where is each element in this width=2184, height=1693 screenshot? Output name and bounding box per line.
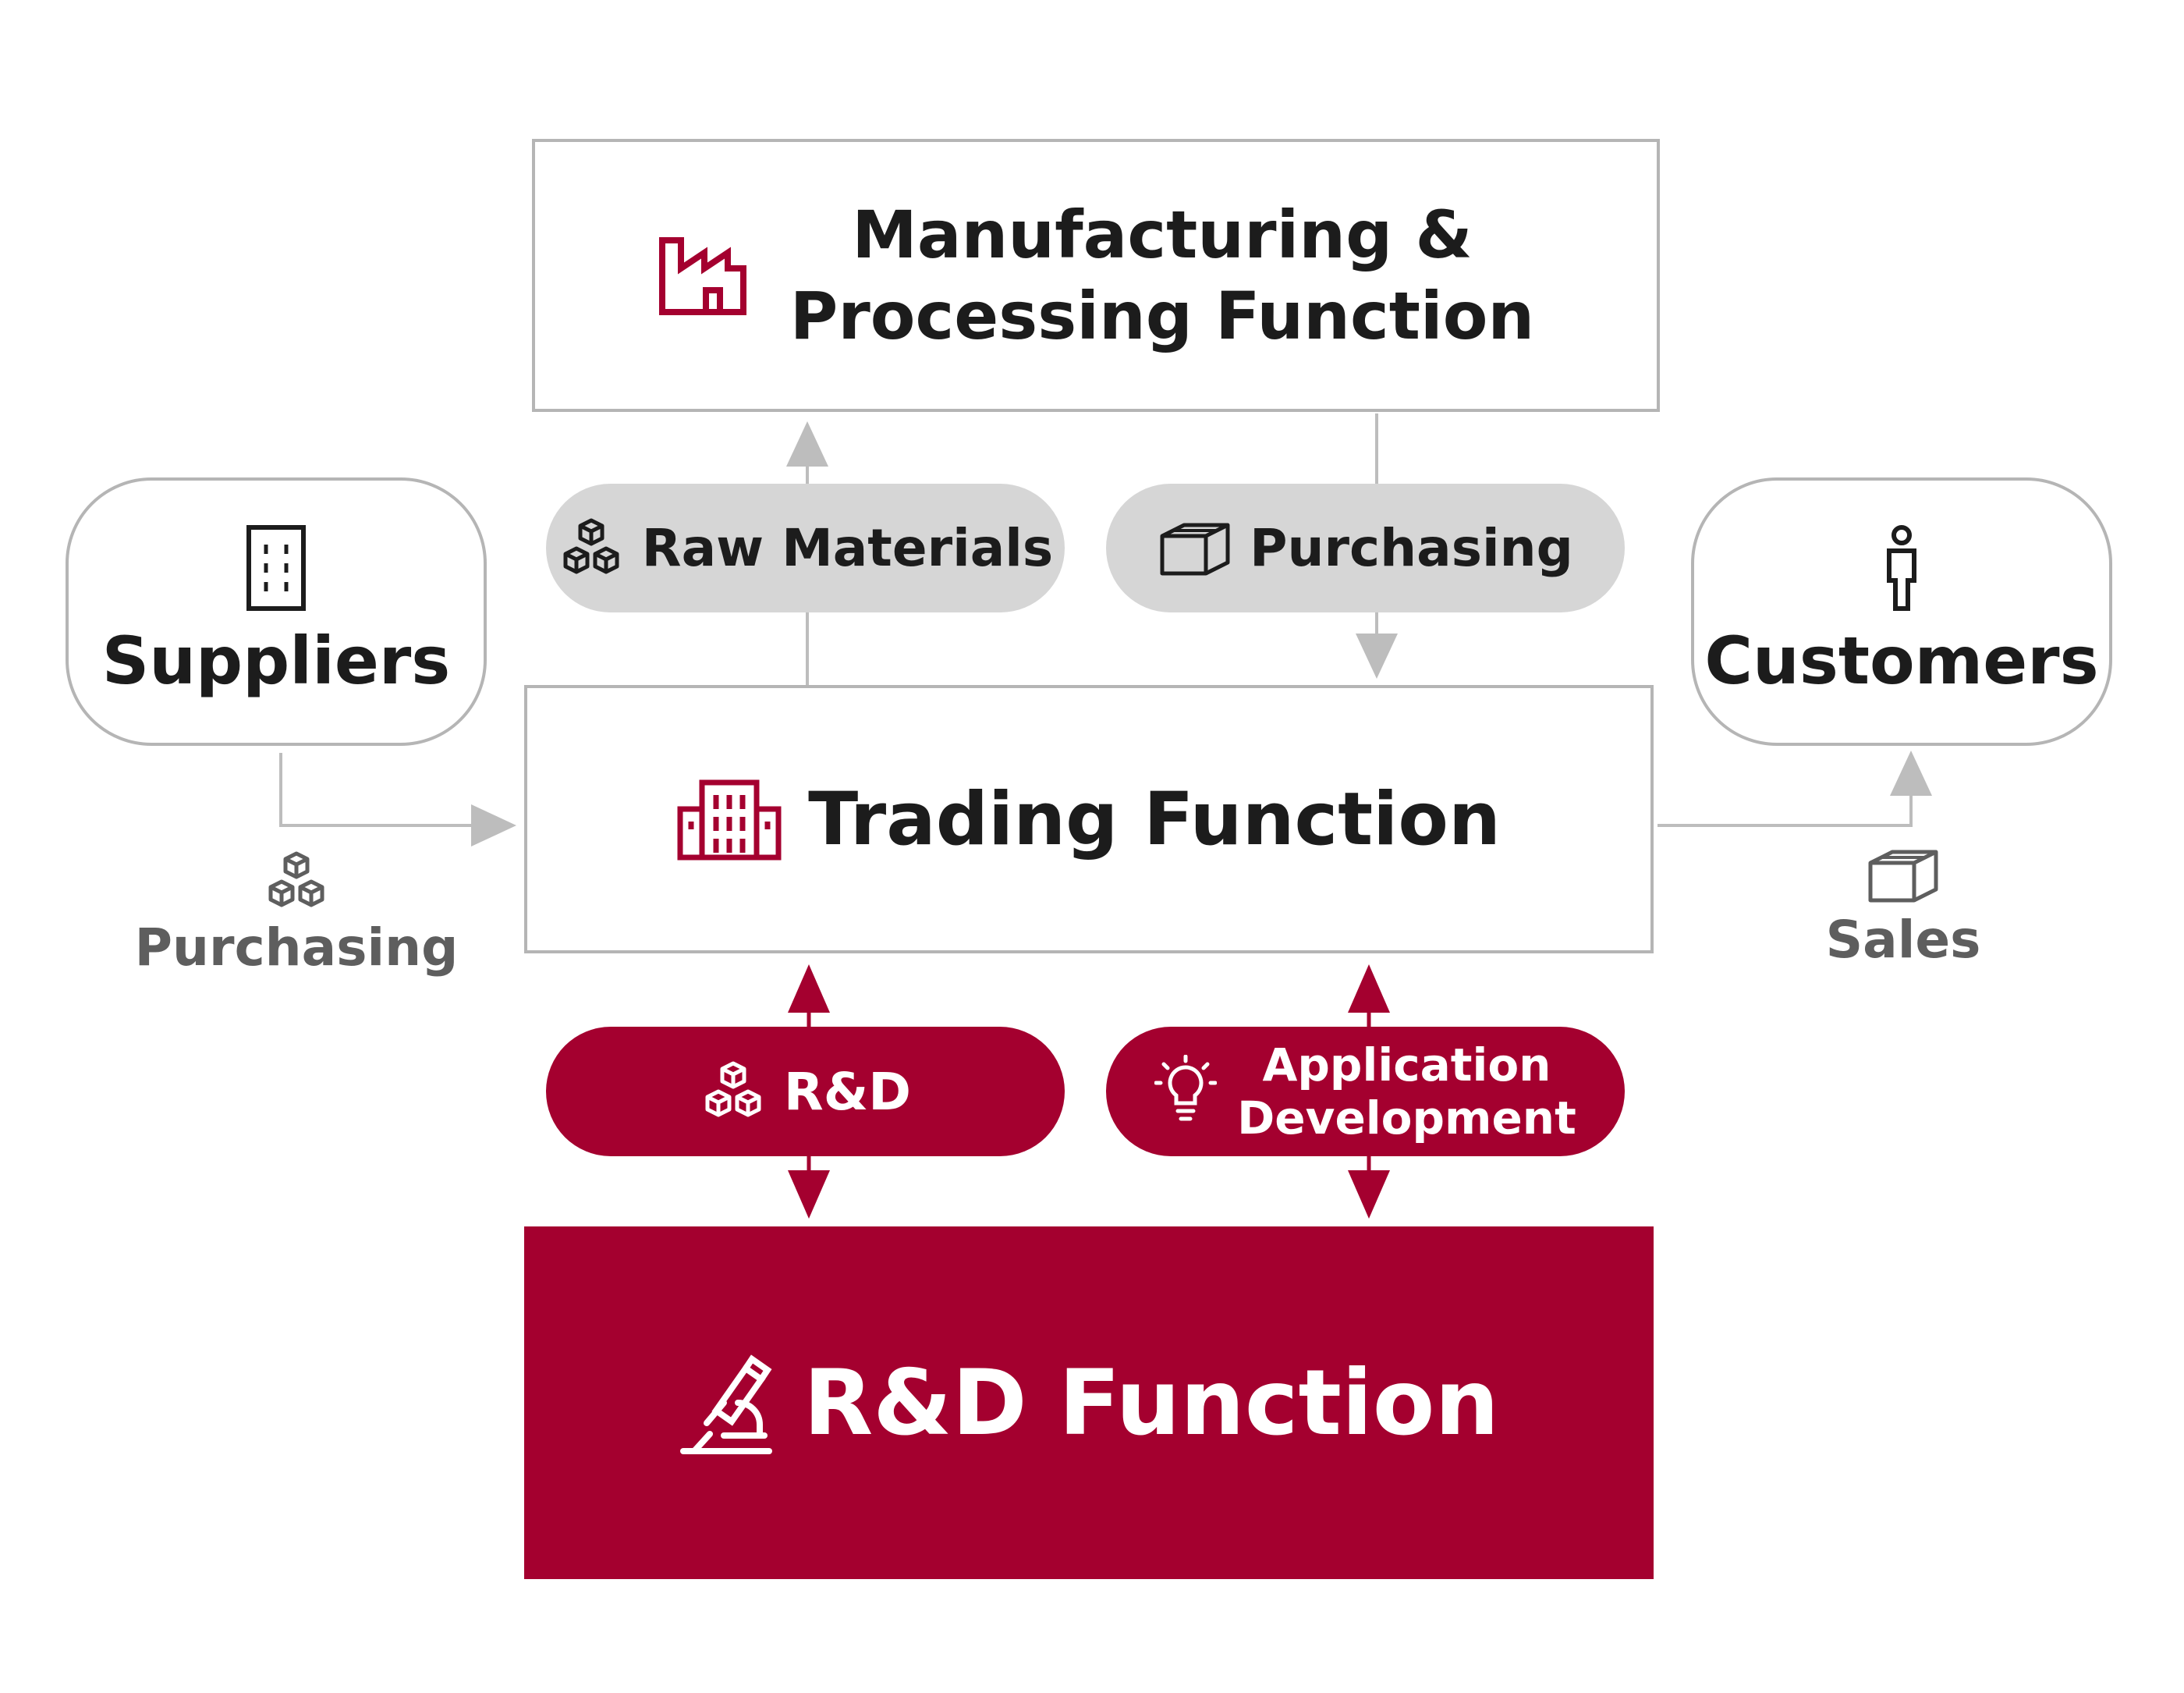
suppliers-title: Suppliers xyxy=(101,623,451,699)
suppliers-flow-label: Purchasing xyxy=(135,850,458,978)
manufacturing-function-box: Manufacturing & Processing Function xyxy=(532,139,1660,412)
arrowhead-down-red-right xyxy=(1348,1170,1390,1219)
customers-flow-text: Sales xyxy=(1825,910,1981,970)
application-development-line2: Development xyxy=(1237,1091,1576,1145)
boxes-icon xyxy=(700,1060,767,1123)
trading-title: Trading Function xyxy=(808,776,1501,862)
customers-box: Customers xyxy=(1691,477,2112,746)
manufacturing-title-line2: Processing Function xyxy=(789,278,1535,354)
arrowhead-up-grey-sales xyxy=(1890,751,1932,796)
rnd-pill: R&D xyxy=(546,1027,1065,1156)
arrowhead-up-grey xyxy=(786,421,828,467)
microscope-icon xyxy=(679,1348,772,1457)
boxes-icon xyxy=(263,850,330,913)
connector-trading-customers xyxy=(1658,780,1913,827)
rnd-pill-label: R&D xyxy=(783,1061,912,1122)
customers-title: Customers xyxy=(1704,623,2099,699)
raw-materials-pill: Raw Materials xyxy=(546,484,1065,612)
suppliers-box: Suppliers xyxy=(66,477,487,746)
application-development-line1: Application xyxy=(1262,1038,1551,1091)
connector-suppliers-trading xyxy=(279,753,476,827)
person-icon xyxy=(1883,524,1920,612)
package-icon xyxy=(1158,519,1232,578)
application-development-pill: Application Development xyxy=(1106,1027,1625,1156)
suppliers-flow-text: Purchasing xyxy=(134,917,459,978)
manufacturing-title-line1: Manufacturing & xyxy=(852,197,1473,273)
trading-function-box: Trading Function xyxy=(524,685,1654,953)
factory-icon xyxy=(658,234,748,317)
arrowhead-down-grey xyxy=(1356,634,1398,679)
office-building-icon xyxy=(677,778,782,861)
arrowhead-down-red-left xyxy=(788,1170,830,1219)
lightbulb-icon xyxy=(1154,1055,1218,1128)
arrowhead-up-red-right xyxy=(1348,964,1390,1013)
rnd-function-box: R&D Function xyxy=(524,1226,1654,1579)
arrowhead-right-grey xyxy=(471,804,516,846)
package-icon xyxy=(1866,846,1941,905)
building-icon xyxy=(246,524,307,612)
raw-materials-label: Raw Materials xyxy=(641,518,1054,578)
purchasing-label: Purchasing xyxy=(1250,518,1573,578)
customers-flow-label: Sales xyxy=(1747,846,2059,970)
purchasing-pill: Purchasing xyxy=(1106,484,1625,612)
boxes-icon xyxy=(558,517,625,580)
rnd-title: R&D Function xyxy=(803,1350,1500,1456)
arrowhead-up-red-left xyxy=(788,964,830,1013)
